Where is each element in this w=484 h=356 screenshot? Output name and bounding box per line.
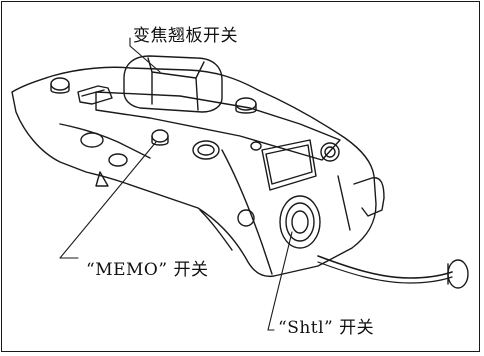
- cable: [317, 255, 453, 279]
- diagram-frame: [1, 1, 480, 352]
- side-button: [80, 132, 104, 148]
- callout-memo-switch: “MEMO” 开关: [86, 260, 209, 280]
- leader-memo: [59, 141, 157, 259]
- rear-buttons: [77, 85, 113, 105]
- callout-shtl-switch: “Shtl” 开关: [278, 318, 375, 338]
- right-button: [320, 142, 340, 162]
- leader-zoom: [129, 37, 161, 73]
- memo-switch: [151, 129, 169, 143]
- zoom-rocker-switch: [123, 55, 223, 113]
- display-window: [261, 139, 317, 191]
- housing-outline: [11, 66, 377, 278]
- callout-zoom-rocker-switch: 变焦翘板开关: [133, 26, 238, 46]
- cable-connector: [447, 259, 469, 289]
- top-deck: [95, 91, 341, 161]
- face-round-button: [192, 140, 220, 160]
- left-lower-button: [237, 209, 255, 227]
- shtl-switch: [279, 195, 321, 249]
- side-hook: [353, 177, 385, 217]
- back-knob-right: [235, 97, 257, 111]
- leader-shtl: [267, 231, 293, 331]
- back-knob-left: [50, 77, 70, 91]
